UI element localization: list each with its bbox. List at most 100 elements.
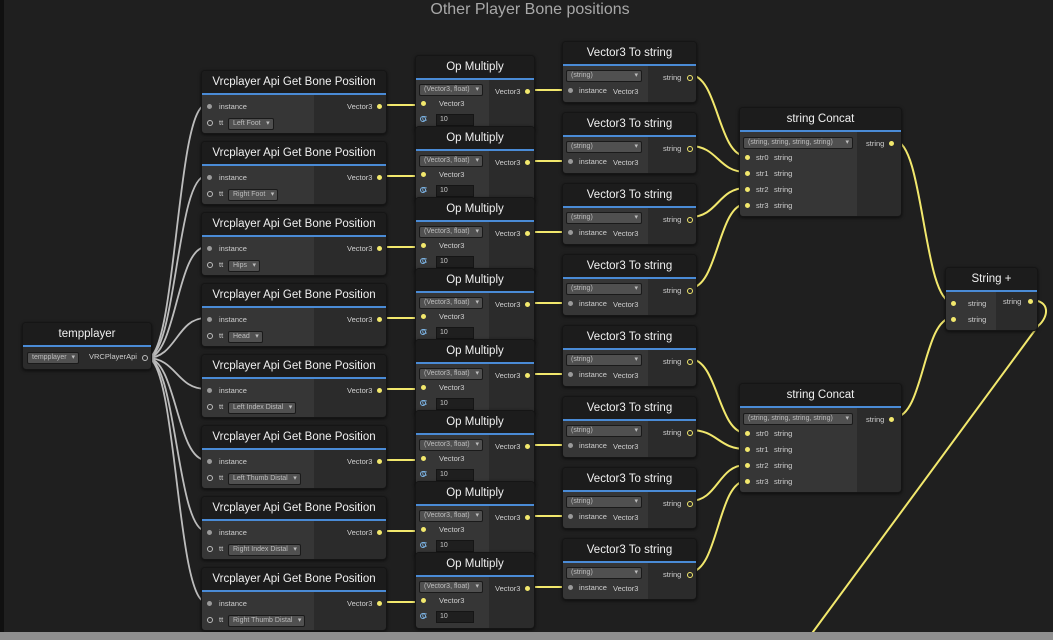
bone-port[interactable] (207, 617, 213, 623)
float-input-port[interactable] (420, 471, 426, 477)
signature-dropdown[interactable]: (Vector3, float) (419, 226, 483, 238)
op-multiply-node[interactable]: Op Multiply(Vector3, float)Vector3C10Vec… (415, 552, 535, 629)
bone-dropdown[interactable]: Right Foot (228, 189, 279, 201)
bone-port[interactable] (207, 404, 213, 410)
output-port[interactable] (377, 317, 382, 322)
float-value-field[interactable]: 10 (436, 398, 474, 410)
signature-dropdown[interactable]: (string) (566, 283, 642, 295)
signature-dropdown[interactable]: (string) (566, 425, 642, 437)
output-port[interactable] (377, 175, 382, 180)
float-value-field[interactable]: 10 (436, 327, 474, 339)
input-port[interactable] (745, 171, 750, 176)
float-value-field[interactable]: 10 (436, 611, 474, 623)
output-port[interactable] (377, 388, 382, 393)
output-port[interactable] (525, 586, 530, 591)
vector3-to-string-node[interactable]: Vector3 To string(string)instanceVector3… (562, 254, 697, 316)
bone-port[interactable] (207, 262, 213, 268)
vector-input-port[interactable] (421, 598, 426, 603)
op-multiply-node[interactable]: Op Multiply(Vector3, float)Vector3C10Vec… (415, 268, 535, 345)
vector-input-port[interactable] (421, 456, 426, 461)
output-port[interactable] (687, 572, 693, 578)
output-port[interactable] (525, 373, 530, 378)
bone-dropdown[interactable]: Right Thumb Distal (228, 615, 306, 627)
instance-port[interactable] (568, 443, 573, 448)
signature-dropdown[interactable]: (string) (566, 496, 642, 508)
op-multiply-node[interactable]: Op Multiply(Vector3, float)Vector3C10Vec… (415, 410, 535, 487)
string-plus-node[interactable]: String + string string string (945, 267, 1038, 331)
instance-port[interactable] (207, 317, 212, 322)
op-multiply-node[interactable]: Op Multiply(Vector3, float)Vector3C10Vec… (415, 481, 535, 558)
signature-dropdown[interactable]: (Vector3, float) (419, 155, 483, 167)
instance-port[interactable] (568, 159, 573, 164)
output-port[interactable] (687, 359, 693, 365)
output-port[interactable] (377, 459, 382, 464)
signature-dropdown[interactable]: (Vector3, float) (419, 581, 483, 593)
instance-port[interactable] (568, 514, 573, 519)
bone-dropdown[interactable]: Left Index Distal (228, 402, 297, 414)
instance-port[interactable] (568, 301, 573, 306)
bone-port[interactable] (207, 120, 213, 126)
instance-port[interactable] (207, 388, 212, 393)
op-multiply-node[interactable]: Op Multiply(Vector3, float)Vector3C10Vec… (415, 339, 535, 416)
float-input-port[interactable] (420, 116, 426, 122)
bone-port[interactable] (207, 546, 213, 552)
float-value-field[interactable]: 10 (436, 114, 474, 126)
signature-dropdown[interactable]: (string) (566, 70, 642, 82)
input-port[interactable] (745, 479, 750, 484)
signature-dropdown[interactable]: (string) (566, 212, 642, 224)
float-value-field[interactable]: 10 (436, 185, 474, 197)
op-multiply-node[interactable]: Op Multiply(Vector3, float)Vector3C10Vec… (415, 55, 535, 132)
vector-input-port[interactable] (421, 527, 426, 532)
vector3-to-string-node[interactable]: Vector3 To string(string)instanceVector3… (562, 41, 697, 103)
vector3-to-string-node[interactable]: Vector3 To string(string)instanceVector3… (562, 325, 697, 387)
signature-dropdown[interactable]: (string) (566, 354, 642, 366)
instance-port[interactable] (207, 601, 212, 606)
signature-dropdown[interactable]: (Vector3, float) (419, 439, 483, 451)
instance-port[interactable] (207, 530, 212, 535)
float-input-port[interactable] (420, 400, 426, 406)
input-port[interactable] (951, 301, 956, 306)
signature-dropdown[interactable]: (string) (566, 141, 642, 153)
input-port[interactable] (745, 203, 750, 208)
float-value-field[interactable]: 10 (436, 540, 474, 552)
bone-port[interactable] (207, 475, 213, 481)
output-port[interactable] (687, 501, 693, 507)
bone-port[interactable] (207, 333, 213, 339)
string-concat-node[interactable]: string Concat(string, string, string, st… (739, 383, 902, 493)
input-port[interactable] (951, 317, 956, 322)
string-concat-node[interactable]: string Concat(string, string, string, st… (739, 107, 902, 217)
float-input-port[interactable] (420, 329, 426, 335)
instance-port[interactable] (207, 459, 212, 464)
vector3-to-string-node[interactable]: Vector3 To string(string)instanceVector3… (562, 112, 697, 174)
output-port[interactable] (687, 217, 693, 223)
vector-input-port[interactable] (421, 385, 426, 390)
bottom-scrollbar[interactable] (0, 632, 1053, 640)
output-port[interactable] (687, 430, 693, 436)
signature-dropdown[interactable]: (string, string, string, string) (743, 413, 853, 425)
signature-dropdown[interactable]: (Vector3, float) (419, 84, 483, 96)
vector-input-port[interactable] (421, 243, 426, 248)
instance-port[interactable] (568, 585, 573, 590)
tempplayer-dropdown[interactable]: tempplayer (27, 352, 79, 364)
output-port[interactable] (525, 515, 530, 520)
vector-input-port[interactable] (421, 314, 426, 319)
instance-port[interactable] (568, 88, 573, 93)
output-port[interactable] (377, 104, 382, 109)
input-port[interactable] (745, 187, 750, 192)
bone-dropdown[interactable]: Hips (228, 260, 261, 272)
output-port[interactable] (687, 75, 693, 81)
output-port[interactable] (525, 231, 530, 236)
output-port[interactable] (687, 146, 693, 152)
output-port[interactable] (525, 302, 530, 307)
input-port[interactable] (745, 431, 750, 436)
bone-dropdown[interactable]: Left Foot (228, 118, 274, 130)
vector3-to-string-node[interactable]: Vector3 To string(string)instanceVector3… (562, 467, 697, 529)
output-port[interactable] (377, 601, 382, 606)
